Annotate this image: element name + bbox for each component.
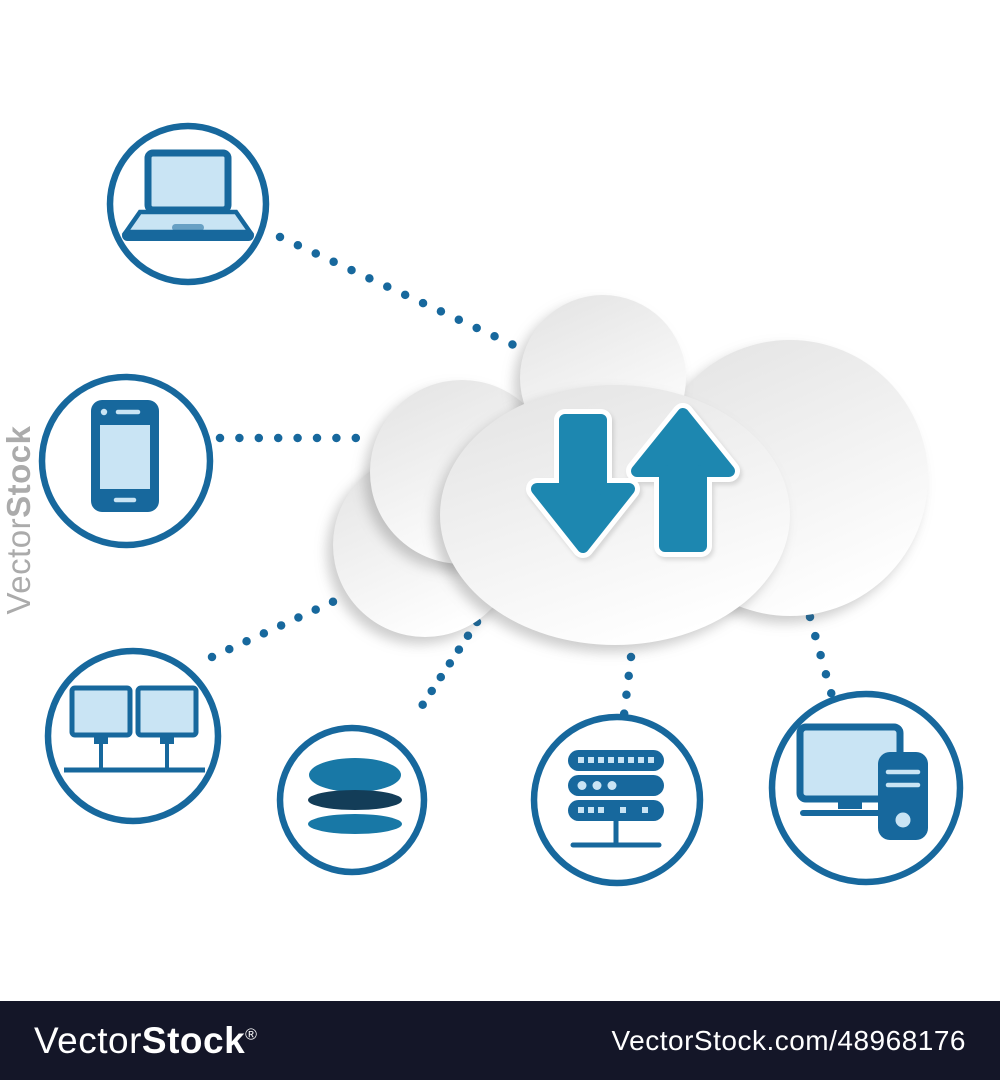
node-desktop [768,690,964,886]
node-network [44,647,222,825]
watermark-bar: VectorStock® VectorStock.com/48968176 [0,1001,1000,1080]
server-rack-icon [568,750,664,848]
smartphone-icon [91,400,159,512]
connector-network-cloud [207,589,355,662]
node-laptop [106,122,270,286]
vectorstock-logo: VectorStock® [34,1020,257,1062]
download-arrow-icon [531,414,635,553]
watermark-url: VectorStock.com/48968176 [611,1024,966,1056]
connector-server-cloud [619,652,636,720]
connectors [207,232,837,723]
node-smartphone [38,373,214,549]
logo-stock: Stock [141,1019,246,1061]
logo-vector: Vector [34,1019,142,1061]
data-transfer-arrows [526,403,740,558]
node-server [530,713,704,887]
registered-mark: ® [245,1026,258,1044]
node-database [276,724,428,876]
connector-database-cloud [409,617,482,723]
side-watermark-stock: Stock [0,425,37,518]
connector-desktop-cloud [805,612,837,701]
side-watermark-vector: Vector [0,517,37,615]
network-computers-icon [64,685,205,773]
side-watermark: VectorStock [0,335,40,705]
database-icon [308,758,402,834]
laptop-icon [121,149,255,241]
desktop-computer-icon [796,723,928,840]
upload-arrow-icon [631,408,735,552]
connector-laptop-cloud [275,232,525,353]
